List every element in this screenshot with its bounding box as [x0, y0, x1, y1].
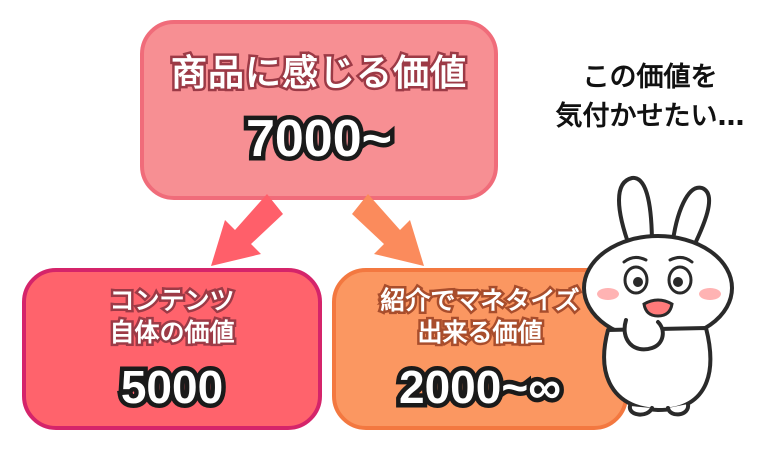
top-value-number: 7000~	[241, 106, 396, 173]
top-value-label: 商品に感じる価値	[168, 50, 468, 96]
speech-line1: この価値を	[579, 58, 721, 96]
referral-value-box: 紹介でマネタイズ 出来る価値 2000~∞	[332, 268, 628, 430]
content-value-label-line1: コンテンツ	[107, 283, 237, 317]
speech-line2: 気付かせたい…	[552, 98, 748, 136]
content-value-label-line2: 自体の価値	[107, 316, 237, 350]
speech-text: この価値を 気付かせたい…	[545, 58, 755, 136]
arrow-down-right-icon	[352, 194, 424, 266]
rabbit-character	[582, 176, 734, 417]
content-value-number: 5000	[116, 356, 227, 417]
arrow-down-left-icon	[211, 194, 283, 266]
referral-value-number: 2000~∞	[395, 356, 566, 417]
referral-value-label-line1: 紹介でマネタイズ	[378, 283, 582, 317]
referral-value-label-line2: 出来る価値	[415, 316, 545, 350]
top-value-box: 商品に感じる価値 7000~	[140, 20, 498, 200]
content-value-box: コンテンツ 自体の価値 5000	[22, 268, 322, 430]
